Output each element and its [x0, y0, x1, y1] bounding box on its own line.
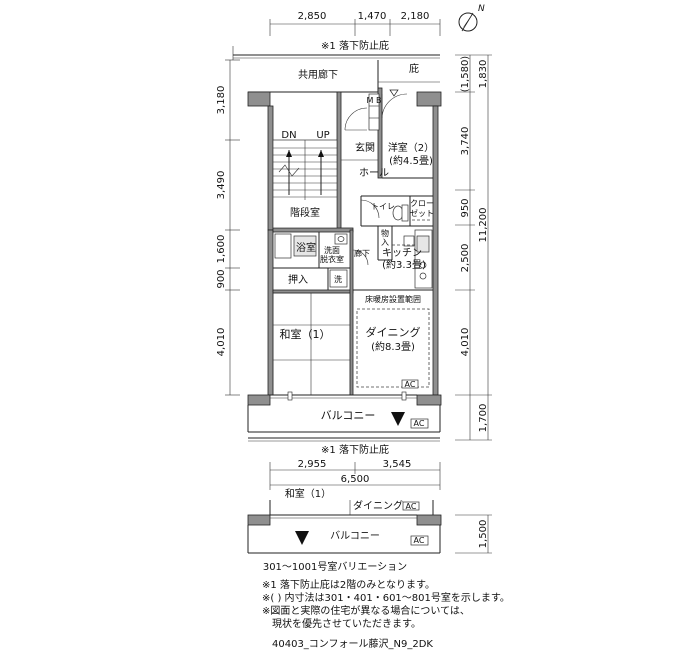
oshiire-label: 押入: [288, 273, 308, 286]
western-room-size: (約4.5畳): [389, 154, 433, 167]
western-room: 洋室（2） (約4.5畳): [381, 93, 434, 179]
balcony: バルコニー AC ※1 落下防止庇: [247, 405, 441, 456]
ac-label-balcony: AC: [414, 419, 425, 428]
eave-label: 庇: [409, 62, 419, 75]
variation-japanese-label: 和室（1）: [285, 487, 331, 500]
variation-ac-2: AC: [414, 536, 425, 545]
stair-dn: DN: [281, 130, 296, 141]
dim-top-2: 1,470: [358, 11, 387, 22]
entrance-label: 玄関: [355, 141, 375, 154]
dim-right-1: (1,580): [460, 56, 471, 93]
kitchen-size: (約3.3畳): [382, 258, 426, 271]
dining-label: ダイニング: [366, 325, 421, 339]
washroom-label-1: 洗面: [324, 245, 340, 255]
right-dimension-line: (1,580) 1,830 3,740 950 2,500 11,200 4,0…: [455, 54, 492, 441]
common-corridor: 共用廊下 庇: [248, 60, 440, 93]
entrance-area: M B 玄関 ホール: [341, 89, 399, 179]
note-3: ※図面と実際の住宅が異なる場合については、: [262, 604, 470, 617]
western-room-label: 洋室（2）: [388, 141, 434, 154]
dim-left-5: 4,010: [216, 328, 227, 357]
dim-top-1: 2,850: [298, 11, 327, 22]
note-1: ※1 落下防止庇は2階のみとなります。: [262, 578, 435, 591]
variation-plan: 和室（1） ダイニング AC バルコニー AC 1,500 301〜1001号室…: [247, 487, 492, 573]
variation-caption: 301〜1001号室バリエーション: [263, 560, 407, 573]
dim-left-1: 3,180: [216, 86, 227, 115]
north-arrow-icon: N: [458, 4, 485, 32]
kitchen-label: キッチン: [382, 247, 422, 259]
corridor-label: 共用廊下: [298, 68, 338, 81]
dim-right-8: 1,700: [478, 404, 489, 433]
dim-right-6: 11,200: [478, 208, 489, 243]
toilet-label: トイレ: [371, 202, 395, 211]
dim-right-4: 950: [460, 198, 471, 217]
north-label: N: [478, 4, 485, 14]
mb-label: M B: [367, 96, 382, 105]
toilet-closet: トイレ クロー ゼット: [360, 195, 434, 227]
dim-bottom-2: 3,545: [383, 459, 412, 470]
notes: ※1 落下防止庇は2階のみとなります。 ※( ) 内寸法は301・401・601…: [262, 578, 510, 630]
dining-room: 床暖房設置範囲 ダイニング (約8.3畳) AC: [353, 289, 433, 389]
variation-drain-icon: [295, 531, 309, 545]
dim-right-2: 1,830: [478, 60, 489, 89]
top-dimension-line: 2,850 1,470 2,180: [269, 11, 441, 36]
footer-code: 40403_コンフォール藤沢_N9_2DK: [272, 637, 433, 650]
outer-walls: [247, 87, 442, 406]
oshiire-laundry: 押入 洗: [288, 268, 348, 290]
bottom-dimension-line: 2,955 3,545 6,500: [269, 459, 441, 490]
storage-label-1: 物: [381, 228, 389, 238]
dim-left-2: 3,490: [216, 171, 227, 200]
drain-icon: [391, 412, 405, 426]
variation-ac-1: AC: [406, 502, 417, 511]
japanese-room: 和室（1）: [272, 292, 351, 396]
note-4: 現状を優先させていただきます。: [262, 617, 421, 630]
laundry-label: 洗: [334, 274, 342, 284]
fall-eave-top: ※1 落下防止庇: [232, 39, 440, 60]
fall-note-bottom: ※1 落下防止庇: [321, 443, 389, 456]
dim-bottom-1: 2,955: [298, 459, 327, 470]
balcony-label: バルコニー: [321, 409, 376, 422]
bath-wash: 浴室 洗面 脱衣室 廊下: [273, 232, 370, 269]
dim-right-5: 2,500: [460, 244, 471, 273]
storage-label-2: 入: [381, 238, 389, 247]
washroom-label-2: 脱衣室: [320, 254, 344, 264]
variation-dim: 1,500: [478, 520, 489, 549]
kitchen-area: 物 入 キッチン (約3.3畳): [377, 226, 433, 289]
dim-bottom-total: 6,500: [341, 474, 370, 485]
floor-heating-label: 床暖房設置範囲: [365, 294, 421, 304]
note-2: ※( ) 内寸法は301・401・601〜801号室を示します。: [262, 591, 510, 604]
closet-label-2: ゼット: [410, 208, 434, 218]
south-windows: [270, 391, 417, 401]
left-dimension-line: 3,180 3,490 1,600 900 4,010: [216, 59, 240, 396]
bath-label: 浴室: [296, 241, 316, 254]
dim-left-3: 1,600: [216, 235, 227, 264]
closet-label-1: クロー: [410, 199, 434, 208]
stairwell-label: 階段室: [290, 206, 320, 219]
dim-right-3: 3,740: [460, 127, 471, 156]
dining-size: (約8.3畳): [371, 340, 415, 353]
ac-label-dining: AC: [405, 380, 416, 389]
stairwell: DN UP 階段室: [272, 130, 338, 229]
dim-right-7: 4,010: [460, 328, 471, 357]
variation-dining-label: ダイニング: [353, 499, 403, 512]
hall-label: ホール: [359, 167, 389, 179]
variation-balcony-label: バルコニー: [330, 530, 380, 542]
japanese-room-label: 和室（1）: [280, 327, 331, 341]
stair-up: UP: [316, 130, 329, 141]
dim-top-3: 2,180: [401, 11, 430, 22]
fall-note-top: ※1 落下防止庇: [321, 39, 389, 52]
dim-left-4: 900: [216, 269, 227, 288]
